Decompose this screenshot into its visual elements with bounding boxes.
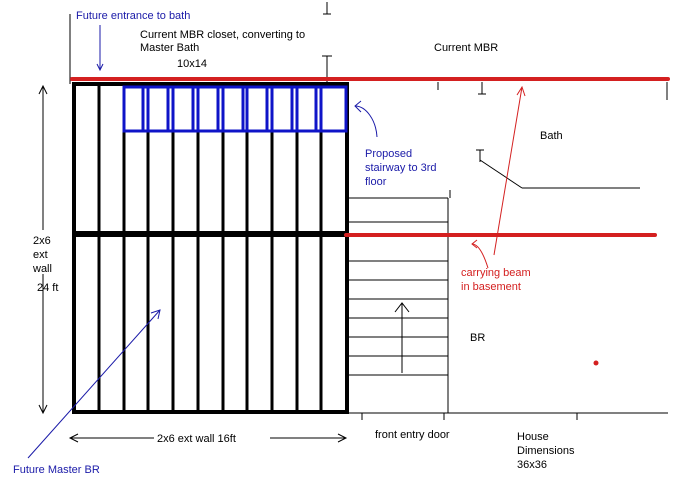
closet-label-line1: Current MBR closet, converting to [140,29,305,41]
proposed-stair-opening [122,85,348,133]
joist-frame-outline [72,82,349,414]
br-label: BR [470,332,485,344]
bath-door-swing [479,159,523,189]
wall-label-line1: 2x6 [33,235,51,247]
future-entrance-label: Future entrance to bath [76,10,190,22]
current-mbr-label: Current MBR [434,42,498,54]
stair-label-line1: Proposed [365,148,412,160]
front-entry-label: front entry door [375,429,450,441]
stair-label-line2: stairway to 3rd [365,162,437,174]
stair-up-arrow-head [394,302,410,313]
closet-label-line2: Master Bath [140,42,199,54]
dimension-16ft-left-arrow [68,433,79,443]
stair-opening-outline [122,85,348,133]
existing-walls [69,2,668,420]
beam-pointer-curve-arrowhead [471,239,478,249]
house-label-line2: Dimensions [517,445,575,457]
beam-pointers [471,85,526,269]
closet-size-label: 10x14 [177,58,207,70]
bath-label: Bath [540,130,563,142]
beam-pointer-arrowhead [516,85,526,97]
ext-wall-label-backdrop [154,430,270,446]
dimension-16ft-right-arrow [337,433,348,443]
floor-joists [72,82,349,414]
blue-pointers [27,25,378,459]
beam-label-line1: carrying beam [461,267,531,279]
future-master-br-label: Future Master BR [13,464,100,476]
carrying-beams [70,77,670,237]
ext-wall-16ft-label: 2x6 ext wall 16ft [157,433,236,445]
beam-pointer-line [493,86,523,256]
wall-length-label: 24 ft [37,282,58,294]
beam-label-line2: in basement [461,281,521,293]
entrance-pointer-arrowhead [96,63,104,72]
dimension-lines [38,84,348,443]
stair-label-line3: floor [365,176,387,188]
dimension-24ft-bottom-arrow [38,404,48,415]
stair-pointer-arrowhead [354,100,362,113]
beam-pointer-curve [471,243,489,269]
wall-label-backdrop [27,230,57,274]
wall-label-line3: wall [32,263,52,275]
master-br-pointer-arrowhead [150,309,161,320]
existing-stairway [349,197,449,413]
stair-pointer-curve [354,105,378,138]
house-label-line1: House [517,431,549,443]
joist-set [97,84,323,412]
wall-label-line2: ext [33,249,48,261]
diagram-labels: Future entrance to bath Current MBR clos… [13,10,575,476]
house-label-line3: 36x36 [517,459,547,471]
master-br-pointer-line [27,309,161,459]
dimension-24ft-top-arrow [38,84,48,95]
red-marker-dot [593,360,599,366]
